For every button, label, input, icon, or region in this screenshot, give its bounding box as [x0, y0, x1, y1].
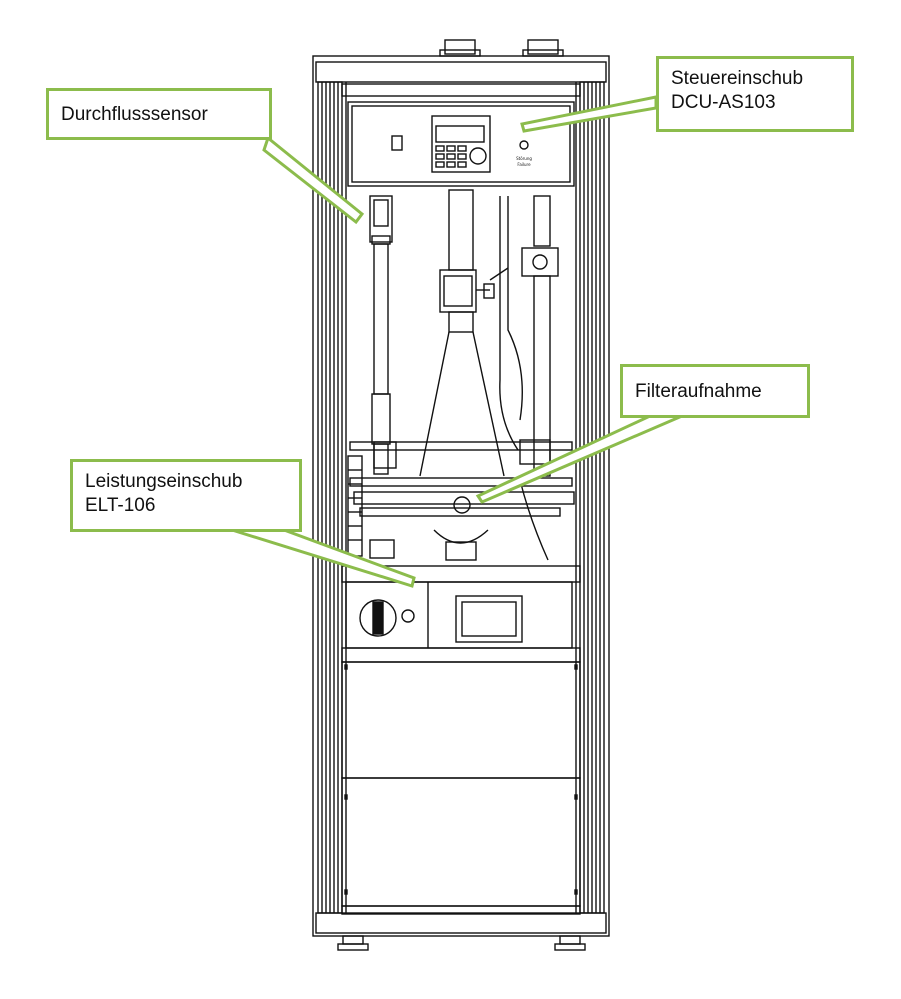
callout-flow-sensor-text: Durchflusssensor [61, 104, 208, 125]
cabinet-drawing [312, 39, 610, 951]
flow-sensor-pipe [369, 195, 393, 475]
cabinet-frame [312, 55, 610, 937]
callout-control-drawer-line1: Steuereinschub [671, 68, 804, 89]
central-pipe [419, 189, 509, 561]
callout-power-drawer-line1: Leistungseinschub [85, 471, 243, 492]
callout-flow-sensor: Durchflusssensor [46, 88, 272, 140]
failure-label-de: Störung [516, 156, 532, 161]
callout-power-drawer: Leistungseinschub ELT-106 [70, 459, 302, 532]
callout-filter-holder-text: Filteraufnahme [635, 381, 762, 402]
top-connectors [439, 39, 564, 57]
failure-label-en: Failure [517, 162, 531, 167]
leader-lines [231, 95, 683, 588]
callout-control-drawer-line2: DCU-AS103 [671, 92, 776, 113]
cabinet-feet [337, 935, 586, 951]
control-drawer [347, 101, 575, 187]
callout-power-drawer-line2: ELT-106 [85, 495, 156, 516]
filter-holder [347, 439, 575, 559]
leader-durchfluss [262, 135, 365, 225]
power-drawer [341, 565, 581, 663]
callout-filter-holder: Filteraufnahme [620, 364, 810, 418]
lower-panels [341, 661, 581, 915]
right-pipe [499, 195, 559, 561]
callout-control-drawer: Steuereinschub DCU-AS103 [656, 56, 854, 132]
